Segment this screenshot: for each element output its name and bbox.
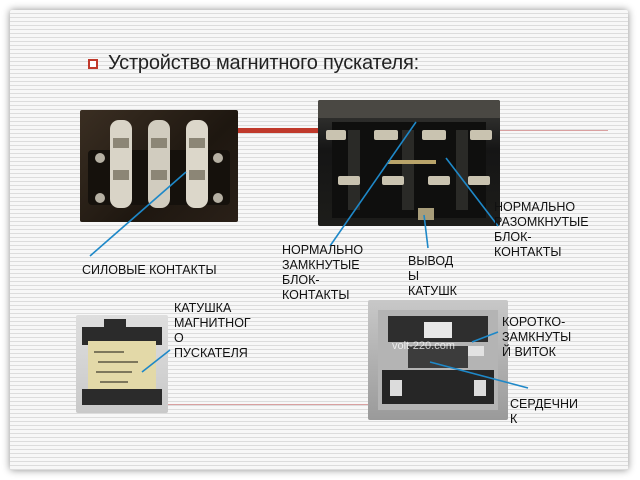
slide: Устройство магнитного пускателя: (10, 10, 628, 470)
label-core: СЕРДЕЧНИ К (510, 397, 579, 426)
title-row: Устройство магнитного пускателя: (88, 52, 419, 75)
callout-line-coil-terminals (423, 214, 429, 249)
callout-line-nc-block (329, 121, 417, 247)
watermark-text: volt-220.com (392, 340, 455, 352)
red-rule-right (500, 130, 608, 131)
square-bullet-icon (88, 58, 98, 69)
coil-illustration (82, 319, 162, 405)
core-photo: volt-220.com (368, 300, 508, 420)
callout-lines (89, 121, 529, 389)
slide-title: Устройство магнитного пускателя: (108, 52, 419, 74)
red-rule-bottom (168, 404, 368, 405)
power-contacts-photo (80, 110, 238, 222)
contact-column-3 (186, 120, 208, 208)
label-shorted-turn: КОРОТКО- ЗАМКНУТЫ Й ВИТОК (502, 315, 572, 359)
label-nc-block-contacts: НОРМАЛЬНО ЗАМКНУТЫЕ БЛОК- КОНТАКТЫ (282, 243, 364, 302)
label-no-block-contacts: НОРМАЛЬНО РАЗОМКНУТЫЕ БЛОК- КОНТАКТЫ (494, 200, 589, 259)
power-contacts-illustration (88, 120, 230, 208)
core-illustration (378, 310, 498, 410)
callout-line-coil (141, 349, 171, 373)
red-accent-bar (238, 128, 318, 133)
contact-column-1 (110, 120, 132, 208)
label-power-contacts: СИЛОВЫЕ КОНТАКТЫ (82, 263, 217, 277)
callout-line-power-contacts (89, 171, 187, 257)
block-contacts-photo (318, 100, 500, 226)
contact-column-2 (148, 120, 170, 208)
block-contacts-illustration (318, 100, 500, 220)
label-coil: КАТУШКА МАГНИТНОГ О ПУСКАТЕЛЯ (174, 301, 251, 360)
callout-line-core (429, 361, 529, 389)
callout-line-no-block (445, 157, 499, 227)
coil-photo (76, 315, 168, 413)
label-coil-terminals: ВЫВОД Ы КАТУШК (408, 254, 457, 298)
callout-line-shorted-turn (471, 331, 499, 343)
